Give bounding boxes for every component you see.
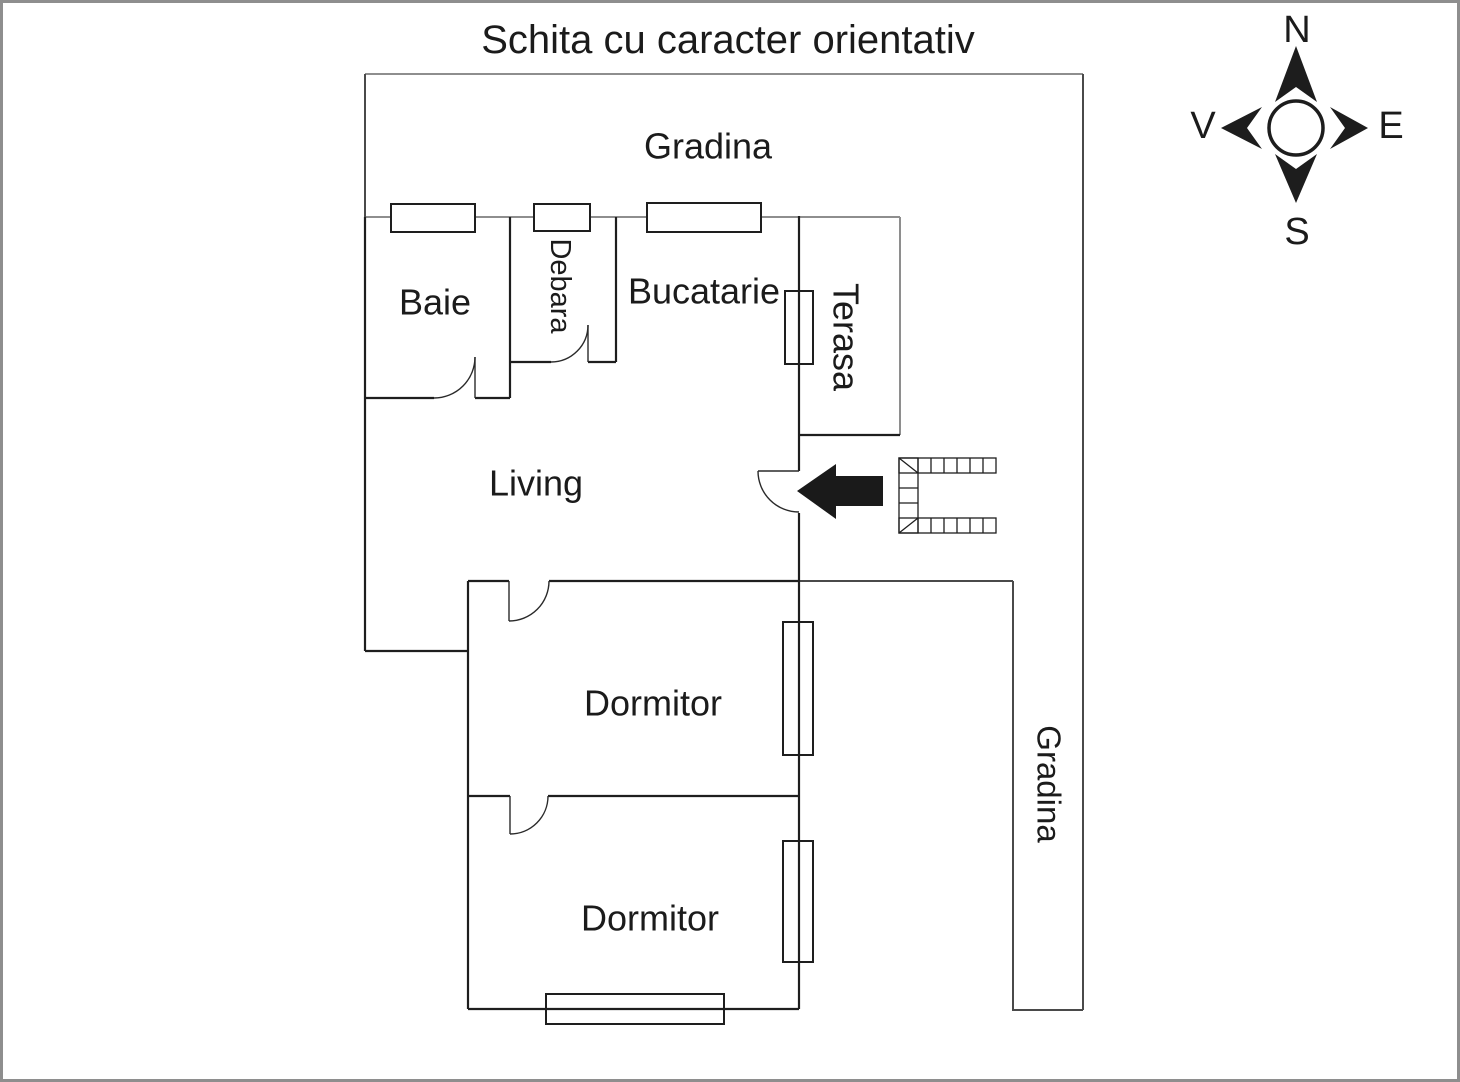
compass-arm-north — [1275, 46, 1317, 102]
compass-arm-east — [1330, 107, 1368, 149]
doors — [433, 324, 800, 835]
compass-hub — [1267, 99, 1325, 157]
window-wall-lines — [546, 291, 801, 1011]
compass-rose-icon: N E S V — [1190, 9, 1403, 253]
plan-title: Schita cu caracter orientativ — [481, 18, 975, 62]
room-label-gradina-right: Gradina — [1031, 725, 1068, 843]
room-label-gradina-top: Gradina — [644, 126, 773, 167]
room-label-baie: Baie — [399, 282, 471, 323]
compass-arm-west — [1221, 107, 1262, 149]
entrance-arrow-icon — [797, 464, 883, 519]
door-dormitor-2 — [509, 795, 549, 835]
outer-boundary — [364, 74, 1084, 1011]
garden-strip-wall — [1012, 581, 1083, 1011]
staircase-icon — [898, 457, 997, 534]
compass-letter-s: S — [1284, 211, 1309, 253]
compass-letter-n: N — [1283, 9, 1310, 51]
compass-letter-v: V — [1190, 105, 1216, 147]
floor-plan-svg: N E S V Schita cu caracter orientativ Gr… — [363, 9, 1404, 1025]
compass-arm-south — [1275, 154, 1317, 203]
room-label-dormitor-2: Dormitor — [581, 898, 719, 939]
room-label-bucatarie: Bucatarie — [628, 271, 780, 312]
compass-letter-e: E — [1378, 105, 1403, 147]
door-debara — [550, 324, 589, 363]
room-label-terasa: Terasa — [826, 283, 867, 392]
window-debara — [533, 203, 591, 232]
room-label-debara: Debara — [544, 238, 576, 334]
room-label-dormitor-1: Dormitor — [584, 683, 722, 724]
door-baie — [433, 356, 476, 399]
window-bucatarie — [646, 202, 762, 233]
room-label-living: Living — [489, 463, 583, 504]
window-baie — [390, 203, 476, 233]
interior-walls — [363, 216, 900, 1011]
door-entrance — [757, 470, 800, 513]
door-dormitor-1 — [508, 580, 550, 622]
